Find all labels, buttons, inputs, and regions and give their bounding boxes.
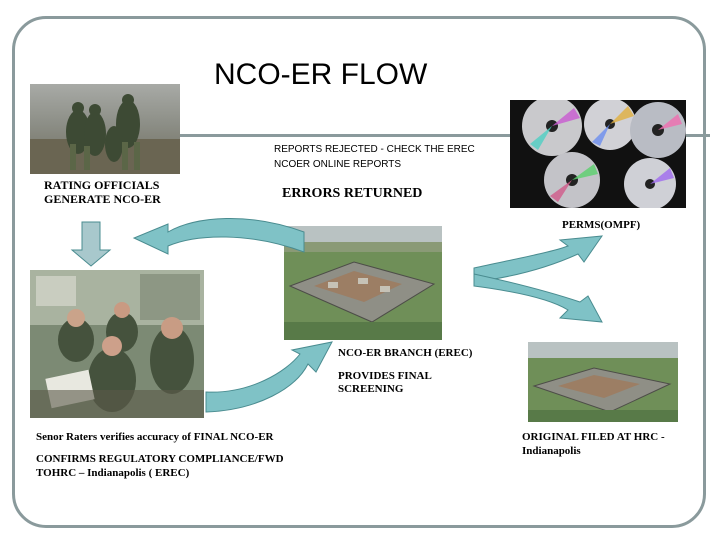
original-filed-label: ORIGINAL FILED AT HRC - Indianapolis [522, 431, 665, 457]
cd-discs-photo [510, 100, 686, 208]
building-photo-center [284, 226, 442, 340]
soldiers-field-photo [30, 84, 180, 174]
building-photo-right [528, 342, 678, 422]
senior-raters-label: Senor Raters verifies accuracy of FINAL … [36, 431, 274, 443]
provides-screening-label: PROVIDES FINAL SCREENING [338, 370, 432, 395]
perms-label: PERMS(OMPF) [562, 219, 641, 231]
rejected-note: REPORTS REJECTED - CHECK THE EREC NCOER … [274, 144, 475, 170]
slide-frame [12, 16, 706, 528]
rating-officials-label: RATING OFFICIALS GENERATE NCO-ER [44, 178, 161, 206]
confirms-label: CONFIRMS REGULATORY COMPLIANCE/FWD TOHRC… [36, 453, 284, 479]
title-divider [180, 134, 710, 137]
errors-returned-label: ERRORS RETURNED [282, 186, 423, 201]
page-title: NCO-ER FLOW [214, 58, 428, 91]
office-meeting-photo [30, 270, 204, 418]
nco-er-branch-label: NCO-ER BRANCH (EREC) [338, 347, 473, 359]
